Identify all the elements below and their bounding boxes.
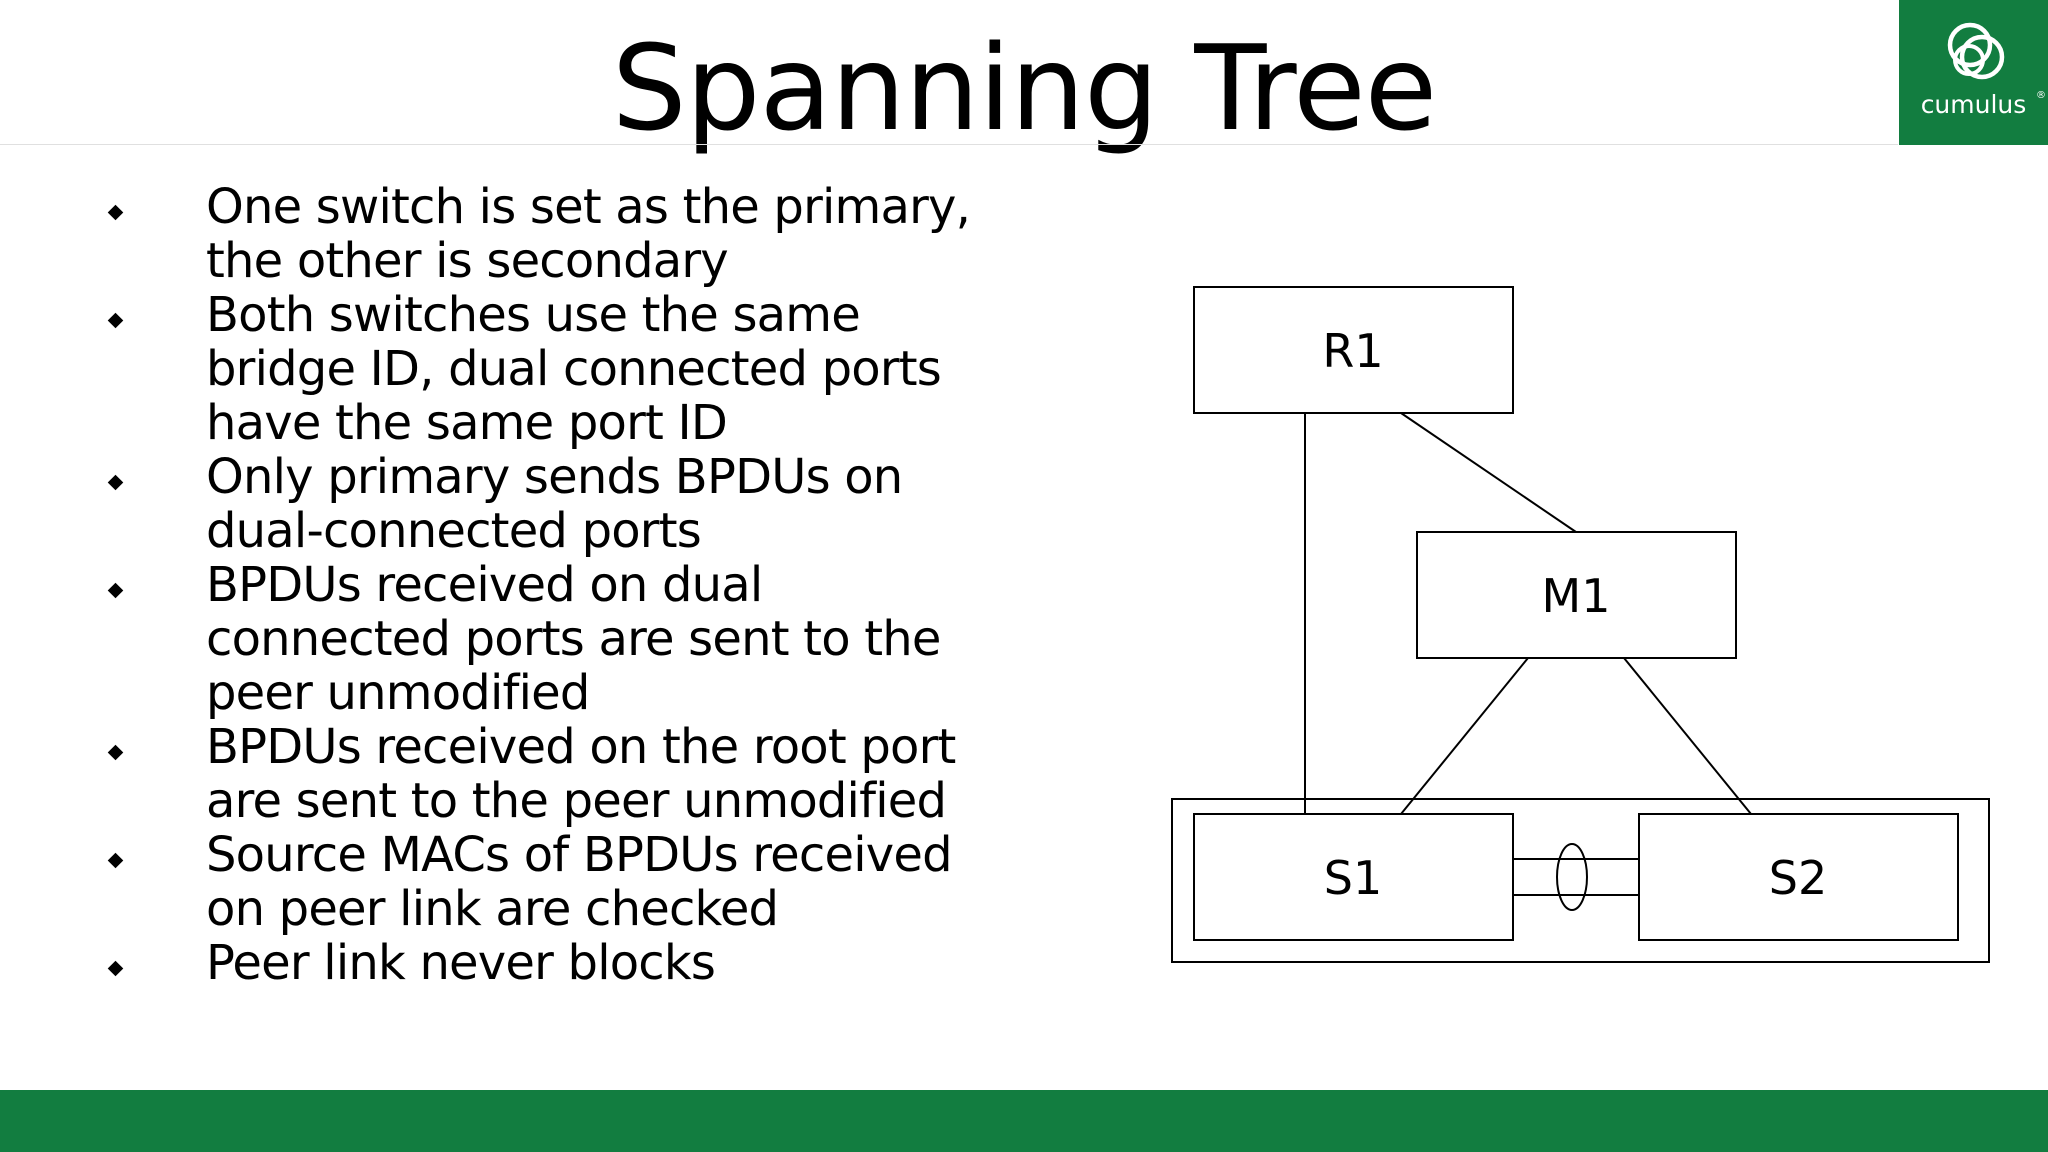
bullet-item: Both switches use the same bridge ID, du…	[100, 288, 1100, 450]
cumulus-logo: cumulus ®	[1899, 0, 2048, 145]
bullet-item: One switch is set as the primary, the ot…	[100, 180, 1100, 288]
logo-ring-right	[1959, 34, 2005, 80]
node-s2-box	[1638, 813, 1959, 941]
slide-title: Spanning Tree	[611, 19, 1438, 157]
node-s1-label: S1	[1324, 851, 1382, 905]
bullet-item: BPDUs received on dual connected ports a…	[100, 558, 1100, 720]
bullet-line: have the same port ID	[206, 395, 728, 451]
bullet-line: Source MACs of BPDUs received	[206, 827, 953, 883]
bullet-item: BPDUs received on the root port are sent…	[100, 720, 1100, 828]
bond-ellipse-icon	[1556, 843, 1588, 911]
logo-ring-left	[1953, 44, 1985, 76]
bullet-line: BPDUs received on the root port	[206, 719, 956, 775]
bullet-line: are sent to the peer unmodified	[206, 773, 947, 829]
bullet-line: peer unmodified	[206, 665, 590, 721]
logo-registered-mark: ®	[2036, 90, 2046, 101]
cumulus-rings-icon	[1899, 0, 2048, 145]
node-m1-box	[1416, 531, 1737, 659]
link-m1-s1	[1400, 657, 1529, 815]
bullet-line: One switch is set as the primary,	[206, 179, 971, 235]
node-s2-label: S2	[1769, 851, 1827, 905]
bullet-item: Peer link never blocks	[100, 936, 1100, 990]
bullet-list: One switch is set as the primary, the ot…	[100, 180, 1100, 990]
mlag-pair-box	[1171, 798, 1990, 963]
bullet-line: dual-connected ports	[206, 503, 702, 559]
footer-bar	[0, 1090, 2048, 1152]
topology-diagram: R1 M1 S1 S2	[1171, 286, 1990, 963]
bullet-line: bridge ID, dual connected ports	[206, 341, 942, 397]
node-s1-box	[1193, 813, 1514, 941]
bullet-line: Peer link never blocks	[206, 935, 716, 991]
link-r1-m1	[1400, 412, 1577, 533]
node-r1-label: R1	[1322, 324, 1383, 378]
bullet-item: Only primary sends BPDUs on dual-connect…	[100, 450, 1100, 558]
bullet-line: the other is secondary	[206, 233, 729, 289]
bullet-line: connected ports are sent to the	[206, 611, 941, 667]
logo-wordmark: cumulus	[1920, 90, 2027, 119]
title-divider	[0, 144, 1898, 145]
logo-ring-top	[1947, 22, 1993, 68]
node-r1-box	[1193, 286, 1514, 414]
bullet-line: BPDUs received on dual	[206, 557, 763, 613]
bullet-line: Only primary sends BPDUs on	[206, 449, 903, 505]
link-m1-s2	[1623, 657, 1752, 815]
bullet-item: Source MACs of BPDUs received on peer li…	[100, 828, 1100, 936]
bullet-line: on peer link are checked	[206, 881, 779, 937]
node-m1-label: M1	[1542, 569, 1611, 623]
bullet-line: Both switches use the same	[206, 287, 861, 343]
